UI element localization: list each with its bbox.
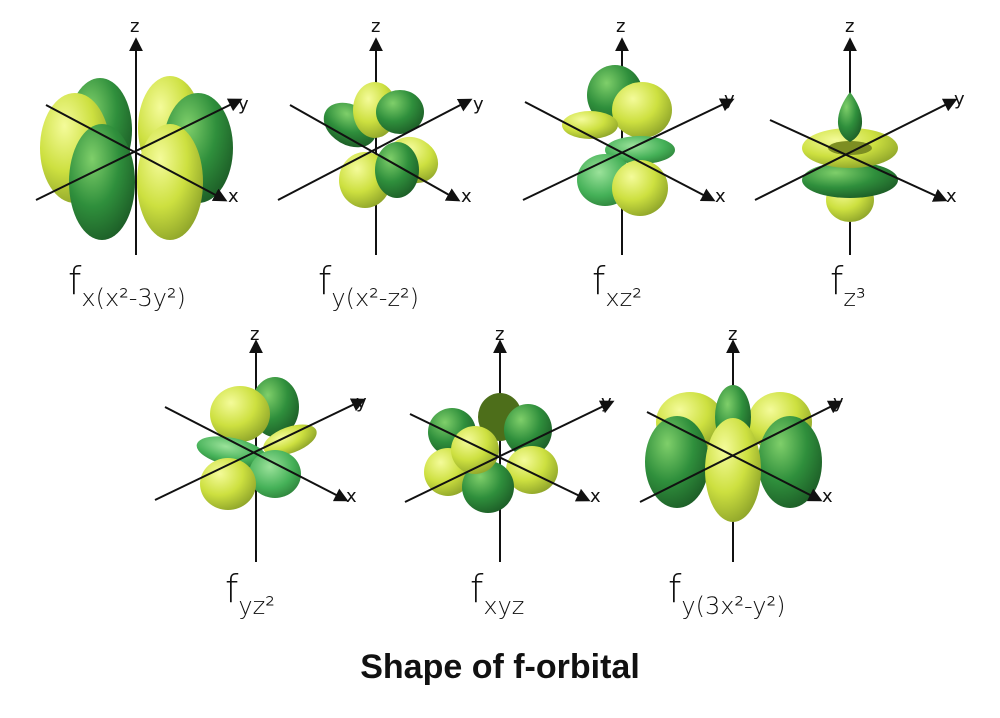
y-axis [639,400,843,503]
z-axis-label: z [130,16,139,37]
page-title: Shape of f-orbital [360,648,640,686]
z-axis-label: z [371,16,380,37]
x-axis [769,119,948,202]
orbital-label: fz³ [830,259,866,312]
orbital-fyz2-drawing: z y x [154,324,367,562]
orbital-label: fxz² [592,259,642,312]
orbital-fy-3x2-y2: z y x [635,322,860,567]
orbital-fy-x2-z2: z y x [275,10,500,260]
x-axis [45,104,228,202]
x-axis-label: x [946,186,957,207]
orbital-label: fxyz [470,567,525,620]
z-axis-label: z [845,16,854,37]
orbital-fxz2-drawing: z y x [522,16,735,255]
x-axis-label: x [346,486,357,507]
z-axis-label: z [616,16,625,37]
orbital-label: fy(x²-z²) [318,259,420,312]
y-axis [404,400,615,503]
x-axis [524,101,716,202]
z-axis-label: z [728,324,737,345]
x-axis [289,104,461,202]
y-axis-label: y [356,392,367,413]
y-axis [277,98,473,201]
x-axis-label: x [715,186,726,207]
x-axis-label: x [822,486,833,507]
x-axis [164,406,349,502]
y-axis [522,98,735,201]
z-axis-label: z [250,324,259,345]
orbital-fxyz: z y x [400,322,625,567]
x-axis [409,413,591,502]
orbital-label: fy(3x²-y²) [668,567,786,620]
orbital-fz3-drawing: z y x [754,16,965,255]
z-axis-label: z [495,324,504,345]
orbital-fz3: z y x [750,10,980,260]
orbital-label: fx(x²-3y²) [68,259,186,312]
orbital-fx-x2-3y2: z y x [30,10,270,260]
y-axis-label: y [724,89,735,110]
y-axis-label: y [833,392,844,413]
x-axis-label: x [461,186,472,207]
orbital-fx-x2-3y2-drawing: z y x [35,16,249,255]
x-axis-label: x [228,186,239,207]
y-axis [754,98,958,201]
y-axis-label: y [601,392,612,413]
y-axis-label: y [954,89,965,110]
orbital-label: fyz² [225,567,275,620]
y-axis-label: y [473,94,484,115]
y-axis [35,98,243,201]
x-axis [646,411,823,502]
y-axis-label: y [238,94,249,115]
orbital-fy-x2-z2-drawing: z y x [277,16,484,255]
y-axis [154,398,366,501]
orbital-fyz2: z y x [150,322,380,567]
orbital-fxyz-drawing: z y x [404,324,615,562]
x-axis-label: x [590,486,601,507]
orbital-fy-3x2-y2-drawing: z y x [639,324,844,562]
orbital-fxz2: z y x [520,10,745,260]
